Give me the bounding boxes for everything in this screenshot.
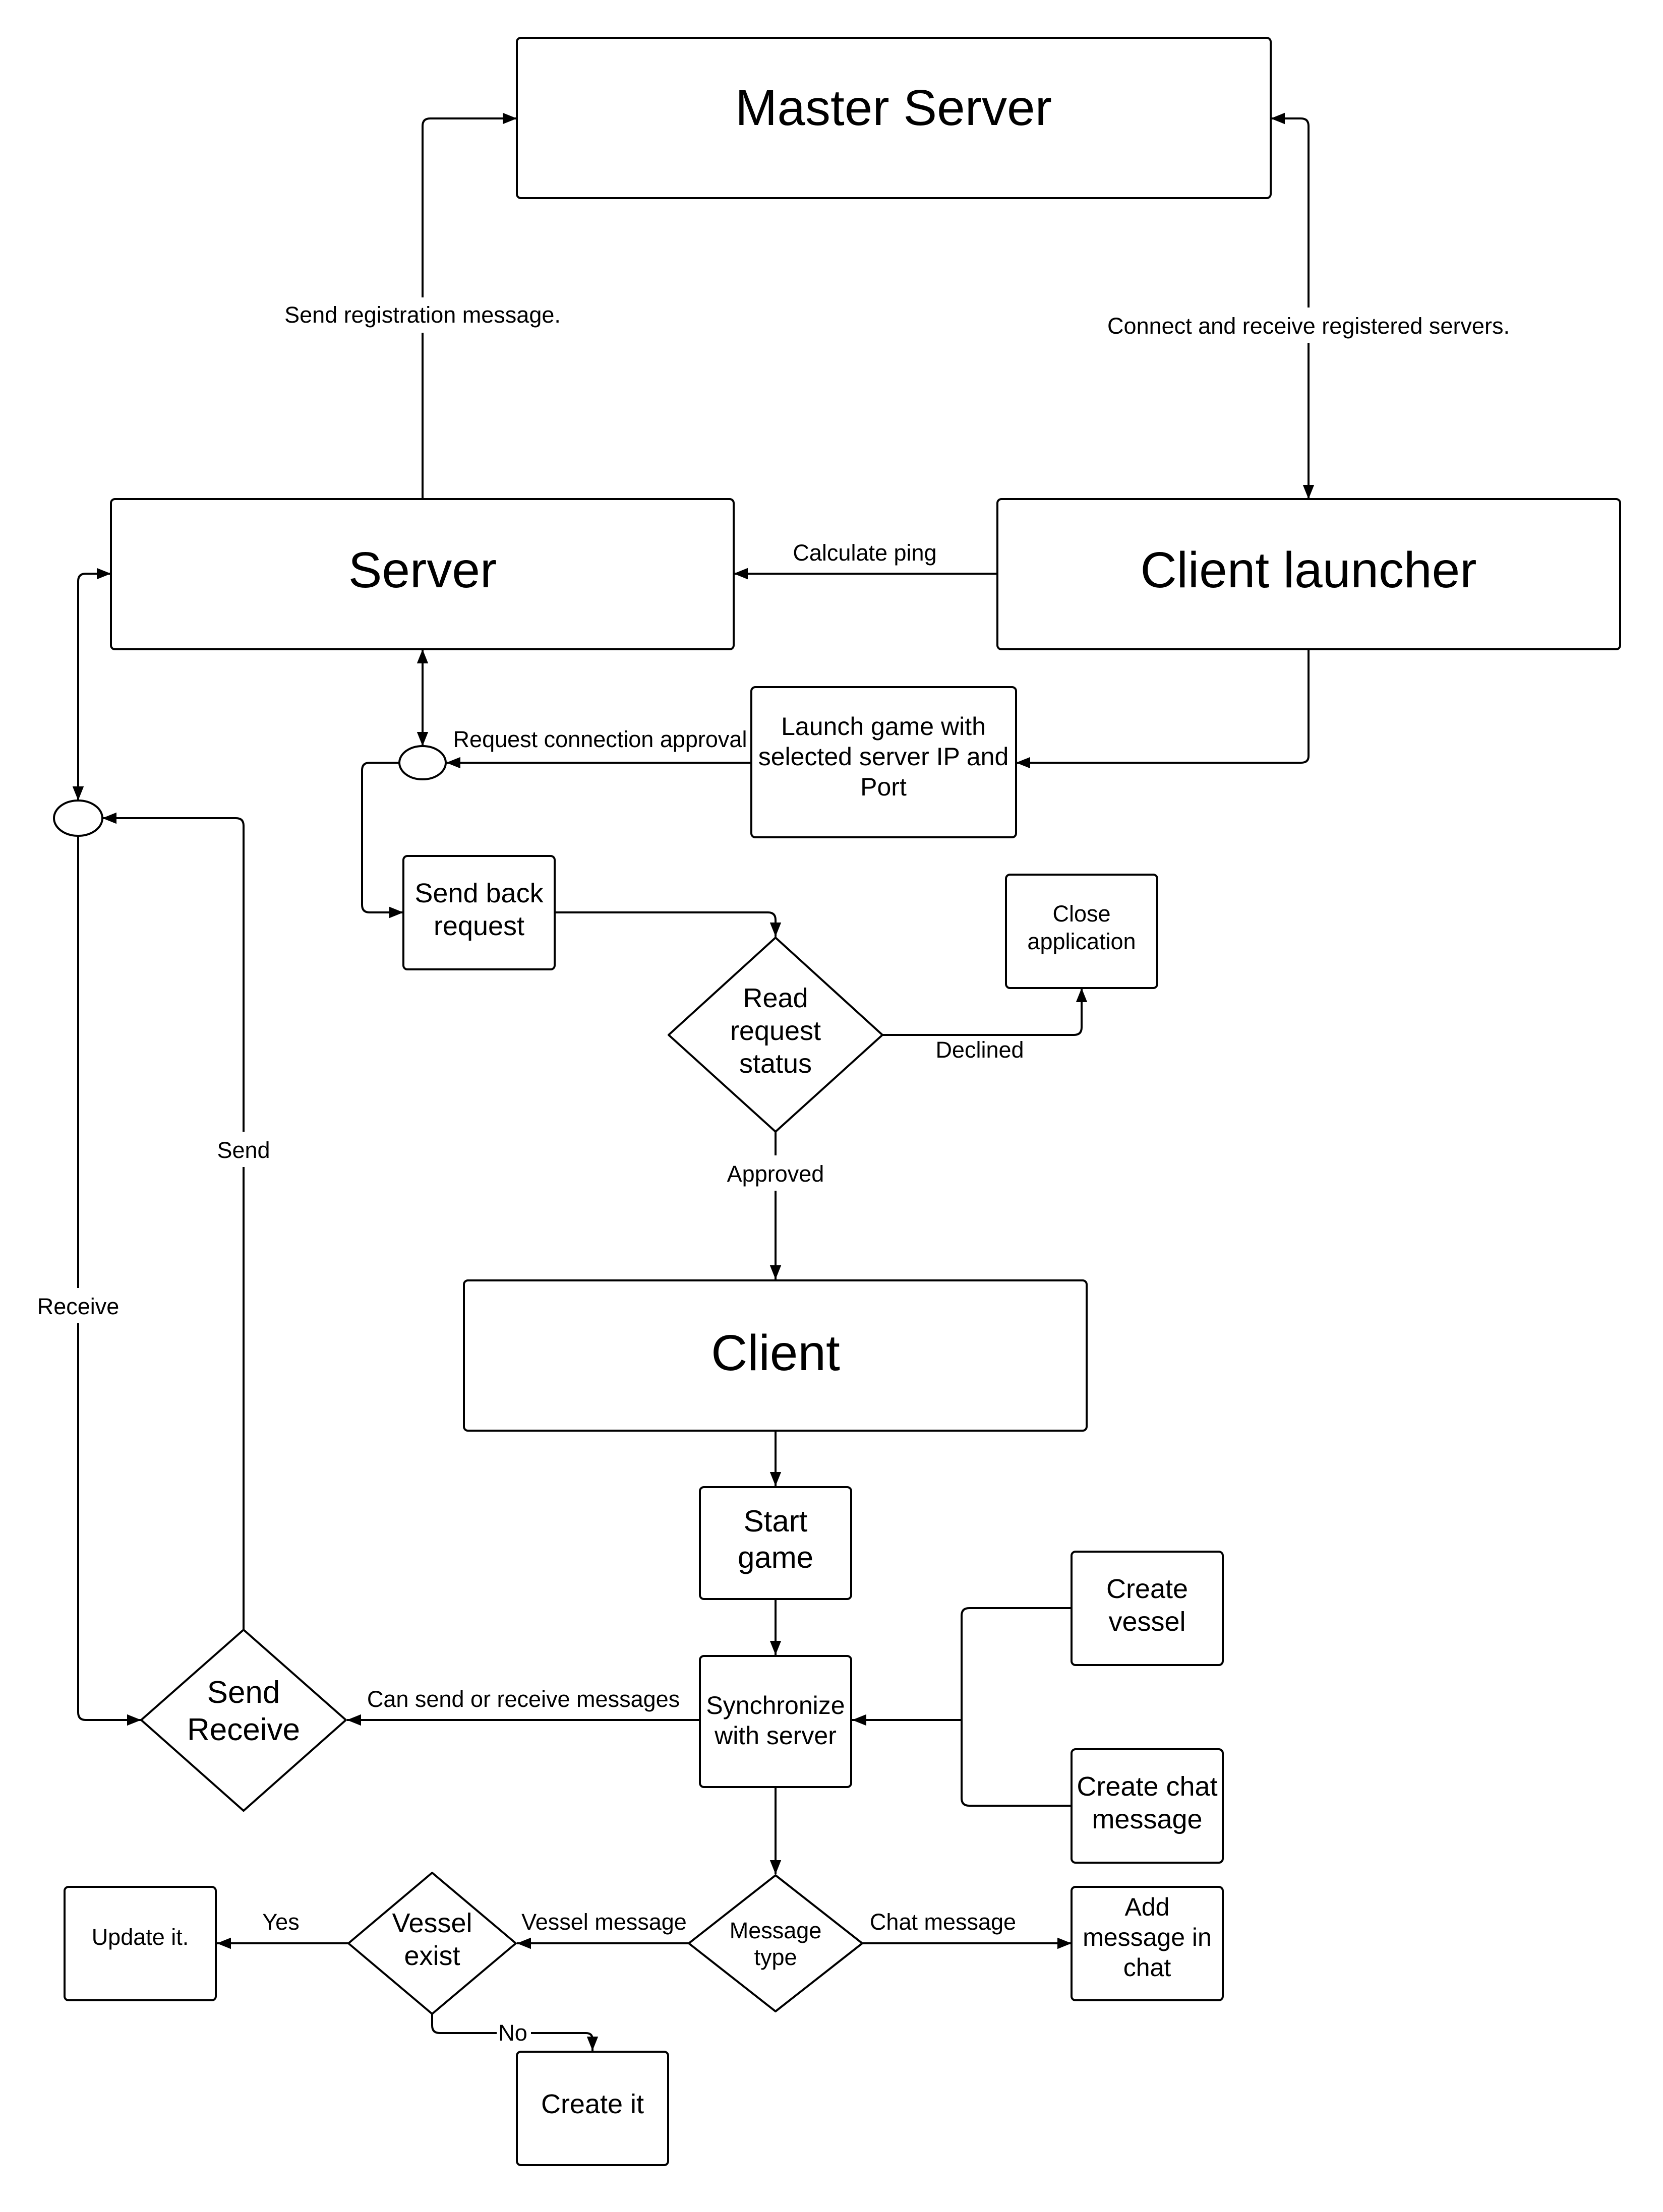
node-label: Client launcher — [1140, 542, 1476, 598]
node-launch-game[interactable]: Launch game with selected server IP and … — [750, 686, 1017, 838]
node-label-line-2: game — [738, 1541, 813, 1574]
node-server[interactable]: Server — [110, 498, 735, 650]
edge-read-to-close — [882, 988, 1088, 1036]
node-label: Server — [348, 542, 497, 598]
node-add-message-in-chat[interactable]: Add message in chat — [1071, 1886, 1224, 2001]
edge-label-calculate-ping: Calculate ping — [793, 540, 936, 566]
edge-label-vessel-message: Vessel message — [521, 1909, 687, 1935]
edge-launcher-to-launch — [1016, 649, 1310, 769]
edge-label-send: Send — [217, 1137, 270, 1163]
node-label: Create it — [541, 2089, 644, 2119]
edge-junction-to-sendback — [361, 762, 403, 918]
node-label-line-1: Start — [744, 1504, 808, 1538]
edge-sendreceive-to-junction — [102, 812, 245, 1629]
edge-junction-server — [72, 568, 111, 801]
edge-sendback-to-read — [555, 911, 782, 937]
node-label-line-2: with server — [714, 1722, 837, 1750]
node-label-line-2: type — [754, 1944, 797, 1970]
node-label: Update it. — [92, 1924, 189, 1950]
node-label-line-2: vessel — [1108, 1607, 1185, 1637]
node-start-game[interactable]: Start game — [699, 1486, 852, 1600]
node-label-line-1: Synchronize — [706, 1691, 845, 1719]
edge-label-connect-receive: Connect and receive registered servers. — [1107, 313, 1510, 339]
nodes: Master Server Server Client launcher Lau… — [53, 37, 1621, 2166]
node-send-back-request[interactable]: Send back request — [402, 855, 556, 970]
edge-label-send-registration: Send registration message. — [284, 302, 561, 328]
node-label-line-1: Create — [1106, 1574, 1188, 1604]
edge-label-can-send-receive: Can send or receive messages — [367, 1686, 680, 1712]
node-label-line-1: Add — [1125, 1893, 1170, 1921]
node-label-line-1: Send — [207, 1675, 280, 1710]
node-label-line-1: Read — [743, 983, 808, 1013]
node-client[interactable]: Client — [463, 1279, 1088, 1432]
edge-server-to-master — [422, 112, 517, 499]
node-label-line-1: Launch game with — [781, 712, 986, 741]
node-message-type[interactable]: Message type — [688, 1874, 863, 2012]
edge-label-yes: Yes — [262, 1909, 299, 1935]
junction-server — [398, 745, 447, 780]
edge-label-approved: Approved — [727, 1161, 824, 1187]
node-label: Client — [711, 1325, 840, 1381]
node-update-it[interactable]: Update it. — [64, 1886, 217, 2001]
edge-label-no: No — [498, 2020, 527, 2046]
edge-label-declined: Declined — [935, 1037, 1024, 1063]
node-vessel-exist[interactable]: Vessel exist — [347, 1872, 517, 2015]
node-label-line-2: request — [730, 1016, 821, 1046]
edge-junction-to-sendreceive — [77, 836, 141, 1726]
node-label-line-1: Vessel — [392, 1908, 472, 1938]
edge-label-chat-message: Chat message — [870, 1909, 1016, 1935]
edge-label-receive: Receive — [37, 1294, 120, 1319]
edges — [72, 112, 1315, 2051]
node-label: Master Server — [735, 80, 1052, 136]
node-label-line-1: Create chat — [1077, 1771, 1217, 1802]
node-label-line-2: Receive — [187, 1712, 300, 1747]
edge-createchat-to-sync — [961, 1714, 1072, 1807]
junction-left — [53, 800, 103, 837]
node-create-it[interactable]: Create it — [516, 2051, 669, 2166]
node-label-line-2: selected server IP and — [758, 743, 1009, 771]
node-master-server[interactable]: Master Server — [516, 37, 1272, 199]
node-label-line-2: request — [434, 911, 524, 941]
node-label-line-1: Send back — [414, 878, 544, 908]
node-create-chat-message[interactable]: Create chat message — [1071, 1748, 1224, 1864]
node-read-request-status[interactable]: Read request status — [668, 937, 883, 1133]
node-label-line-1: Close — [1052, 901, 1110, 927]
edge-master-to-launcher — [1271, 112, 1315, 499]
edge-createvessel-to-sync — [961, 1607, 1072, 1714]
node-label-line-2: message in — [1083, 1923, 1212, 1951]
node-synchronize[interactable]: Synchronize with server — [699, 1655, 852, 1788]
node-label-line-2: message — [1092, 1804, 1202, 1834]
node-label-line-3: chat — [1123, 1953, 1171, 1982]
node-label-line-2: application — [1027, 929, 1136, 954]
node-label-line-3: Port — [860, 773, 907, 801]
node-label-line-2: exist — [404, 1941, 460, 1971]
node-label-line-3: status — [739, 1049, 812, 1079]
node-create-vessel[interactable]: Create vessel — [1071, 1551, 1224, 1666]
node-label-line-1: Message — [730, 1918, 822, 1943]
edge-label-request-connection-approval: Request connection approval — [453, 726, 747, 752]
node-send-receive[interactable]: Send Receive — [140, 1629, 347, 1812]
node-client-launcher[interactable]: Client launcher — [996, 498, 1621, 650]
node-close-application[interactable]: Close application — [1005, 874, 1158, 989]
edge-labels: Send registration message. Connect and r… — [30, 297, 1515, 2047]
